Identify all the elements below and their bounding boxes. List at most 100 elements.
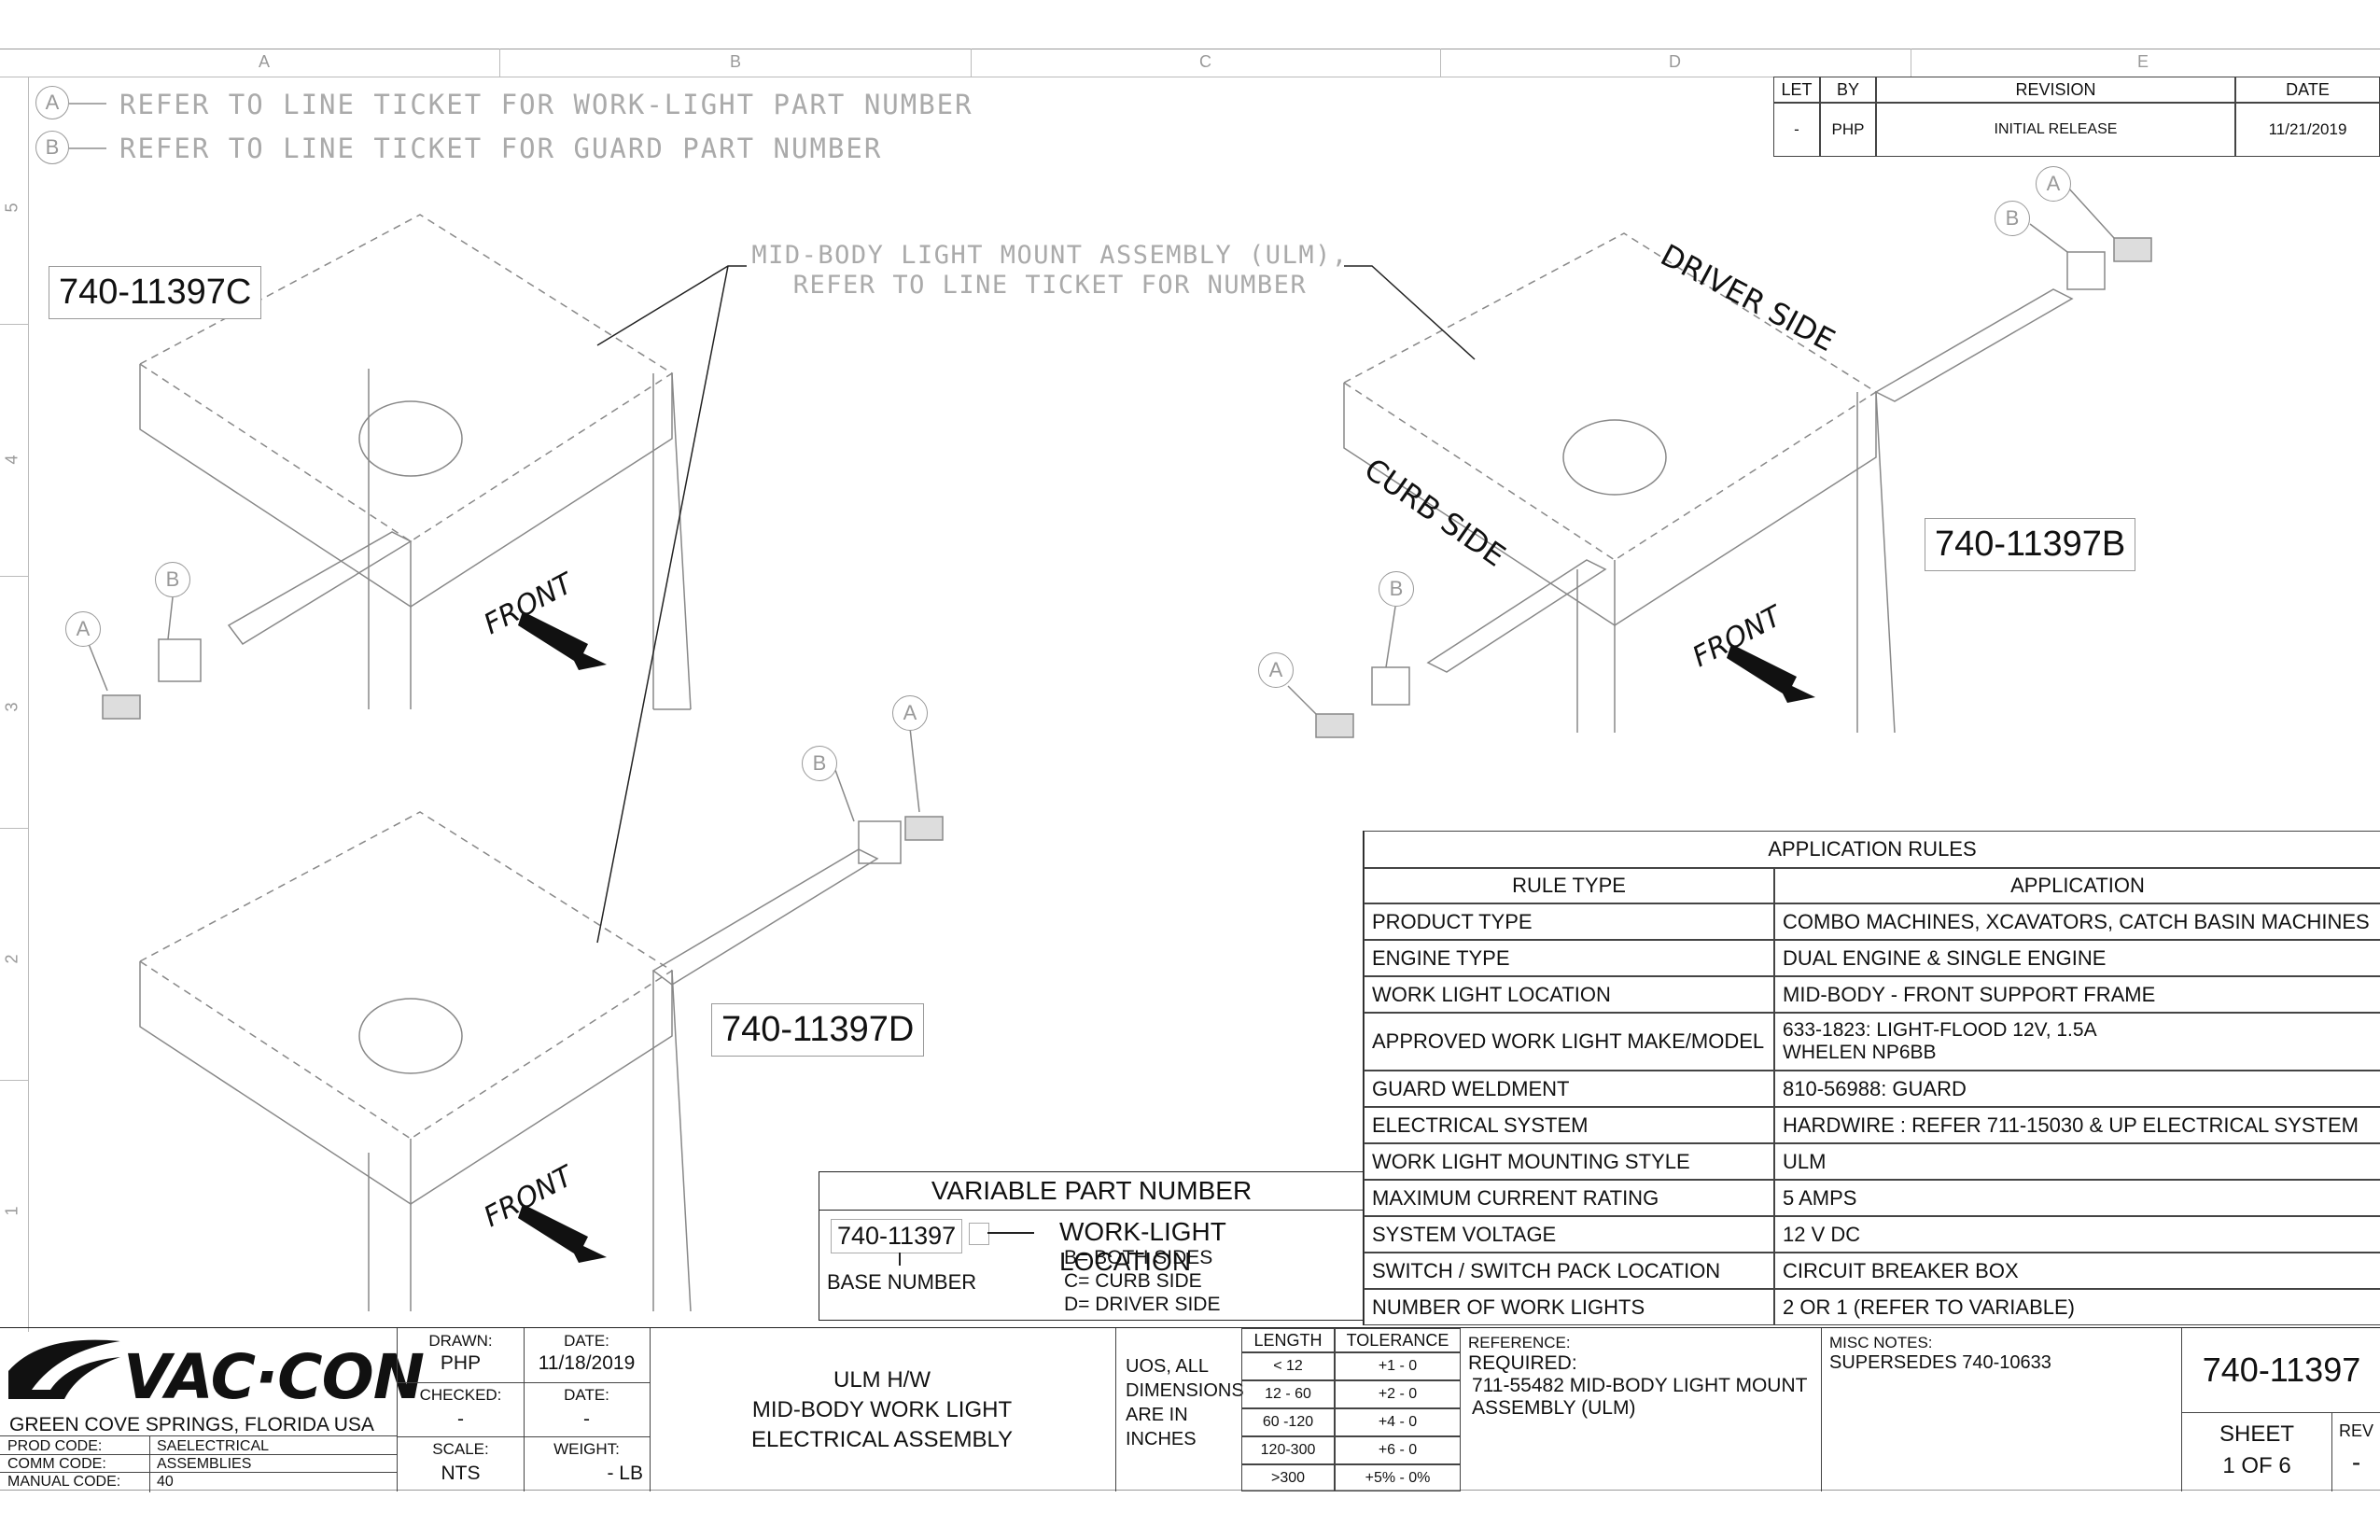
app-value-system-voltage: 12 V DC <box>1774 1216 2380 1253</box>
variable-option-driver: D= DRIVER SIDE <box>1064 1294 1221 1315</box>
required-line1: 711-55482 MID-BODY LIGHT MOUNT <box>1472 1375 1808 1396</box>
app-rule-guard-weldment: GUARD WELDMENT <box>1364 1071 1774 1107</box>
reference-block: REFERENCE: REQUIRED: 711-55482 MID-BODY … <box>1461 1328 1822 1491</box>
checked-date-value: - <box>583 1408 590 1430</box>
manual-code-value: 40 <box>157 1474 174 1490</box>
callout-a-view-d: A <box>892 695 928 731</box>
tol-value-4: +6 - 0 <box>1335 1436 1461 1464</box>
variable-location-title: WORK-LIGHT LOCATION <box>1059 1217 1226 1276</box>
drawn-date-label: DATE: <box>564 1332 609 1350</box>
app-rule-work-light-location: WORK LIGHT LOCATION <box>1364 976 1774 1013</box>
tol-value-2: +2 - 0 <box>1335 1380 1461 1408</box>
drawn-date-value: 11/18/2019 <box>538 1352 636 1374</box>
tol-length-4: 120-300 <box>1241 1436 1335 1464</box>
mount-note: MID-BODY LIGHT MOUNT ASSEMBLY (ULM), REF… <box>747 241 1353 301</box>
tol-length-1: < 12 <box>1241 1352 1335 1380</box>
variable-base-label: BASE NUMBER <box>827 1270 977 1294</box>
app-rule-engine-type: ENGINE TYPE <box>1364 940 1774 976</box>
comm-code-label: COMM CODE: <box>7 1456 106 1472</box>
callout-b-view-c: B <box>155 562 190 597</box>
mount-note-line2: REFER TO LINE TICKET FOR NUMBER <box>792 271 1308 300</box>
tol-value-5: +5% - 0% <box>1335 1464 1461 1491</box>
tol-length-5: >300 <box>1241 1464 1335 1491</box>
drawn-value: PHP <box>440 1352 482 1374</box>
grid-col-d: D <box>1669 52 1681 71</box>
variable-base-number: 740-11397 <box>831 1219 963 1253</box>
note-work-light: REFER TO LINE TICKET FOR WORK-LIGHT PART… <box>119 89 973 120</box>
uos-line4: INCHES <box>1126 1429 1197 1449</box>
callout-b-view-d: B <box>802 746 837 781</box>
app-value-guard-weldment: 810-56988: GUARD <box>1774 1071 2380 1107</box>
rev-header-let: LET <box>1773 77 1820 103</box>
manual-code-label: MANUAL CODE: <box>7 1474 121 1490</box>
prod-code-value: SAELECTRICAL <box>157 1438 270 1454</box>
uos-line3: ARE IN <box>1126 1405 1188 1425</box>
app-value-work-light-location: MID-BODY - FRONT SUPPORT FRAME <box>1774 976 2380 1013</box>
variable-option-both: B= BOTH SIDES <box>1064 1247 1213 1268</box>
title-line2: MID-BODY WORK LIGHT <box>751 1397 1013 1422</box>
app-rule-number-of-lights: NUMBER OF WORK LIGHTS <box>1364 1289 1774 1325</box>
row-grid-strip: 5 4 3 2 1 <box>0 77 29 1332</box>
app-value-switch-location: CIRCUIT BREAKER BOX <box>1774 1253 2380 1289</box>
variable-part-title: VARIABLE PART NUMBER <box>931 1176 1253 1205</box>
grid-col-a: A <box>259 52 271 71</box>
app-rule-approved-light: APPROVED WORK LIGHT MAKE/MODEL <box>1364 1013 1774 1071</box>
callout-a-view-c: A <box>65 611 101 647</box>
checked-value: - <box>457 1408 464 1430</box>
part-label-740-11397b: 740-11397B <box>1925 518 2136 571</box>
app-value-mounting-style: ULM <box>1774 1143 2380 1180</box>
checked-label: CHECKED: <box>419 1386 502 1404</box>
comm-code-value: ASSEMBLIES <box>157 1456 252 1472</box>
mount-note-line1: MID-BODY LIGHT MOUNT ASSEMBLY (ULM), <box>751 241 1349 270</box>
app-value-engine-type: DUAL ENGINE & SINGLE ENGINE <box>1774 940 2380 976</box>
title-line1: ULM H/W <box>833 1367 931 1393</box>
part-label-740-11397c: 740-11397C <box>49 266 262 319</box>
company-logo: VAC·CON <box>4 1334 425 1416</box>
callout-b-view-b-top: B <box>1995 201 2030 236</box>
uos-line2: DIMENSIONS <box>1126 1380 1244 1401</box>
reference-label: REFERENCE: <box>1468 1334 1571 1351</box>
rev-header-revision: REVISION <box>1876 77 2235 103</box>
weight-label: WEIGHT: <box>553 1440 620 1458</box>
callout-a-view-b: A <box>1258 652 1294 688</box>
drawn-label: DRAWN: <box>428 1332 493 1350</box>
app-rule-switch-location: SWITCH / SWITCH PACK LOCATION <box>1364 1253 1774 1289</box>
app-value-number-of-lights: 2 OR 1 (REFER TO VARIABLE) <box>1774 1289 2380 1325</box>
rev-by: PHP <box>1820 103 1876 157</box>
tol-value-3: +4 - 0 <box>1335 1408 1461 1436</box>
weight-value: - LB <box>607 1463 643 1484</box>
grid-col-c: C <box>1199 52 1211 71</box>
tol-length-2: 12 - 60 <box>1241 1380 1335 1408</box>
tol-header-length: LENGTH <box>1241 1328 1335 1352</box>
rev-label: REV <box>2338 1421 2373 1440</box>
grid-col-b: B <box>730 52 742 71</box>
company-location: GREEN COVE SPRINGS, FLORIDA USA <box>9 1414 374 1435</box>
drawing-title: ULM H/W MID-BODY WORK LIGHT ELECTRICAL A… <box>649 1365 1115 1455</box>
column-grid-strip: A B C D E <box>0 49 2380 77</box>
sheet-label: SHEET <box>2219 1421 2294 1447</box>
variable-part-number-box: VARIABLE PART NUMBER 740-11397 BASE NUMB… <box>819 1171 1365 1321</box>
title-line3: ELECTRICAL ASSEMBLY <box>750 1427 1014 1452</box>
drawing-border <box>0 49 2380 1491</box>
misc-notes-label: MISC NOTES: <box>1829 1334 1933 1351</box>
grid-col-e: E <box>2137 52 2149 71</box>
misc-notes-block: MISC NOTES: SUPERSEDES 740-10633 <box>1822 1328 2181 1491</box>
scale-label: SCALE: <box>432 1440 489 1458</box>
note-guard: REFER TO LINE TICKET FOR GUARD PART NUMB… <box>119 133 883 164</box>
sheet-value: 1 OF 6 <box>2222 1453 2291 1478</box>
app-value-electrical-system: HARDWIRE : REFER 711-15030 & UP ELECTRIC… <box>1774 1107 2380 1143</box>
tol-value-1: +1 - 0 <box>1335 1352 1461 1380</box>
scale-value: NTS <box>441 1463 481 1484</box>
app-rule-electrical-system: ELECTRICAL SYSTEM <box>1364 1107 1774 1143</box>
required-label: REQUIRED: <box>1468 1352 1577 1374</box>
drawing-number-block: 740-11397 SHEET 1 OF 6 REV - <box>2181 1328 2380 1491</box>
app-rule-system-voltage: SYSTEM VOLTAGE <box>1364 1216 1774 1253</box>
app-col-application: APPLICATION <box>1774 868 2380 903</box>
app-rule-max-current: MAXIMUM CURRENT RATING <box>1364 1180 1774 1216</box>
misc-notes-value: SUPERSEDES 740-10633 <box>1829 1352 2051 1373</box>
tol-length-3: 60 -120 <box>1241 1408 1335 1436</box>
part-label-740-11397d: 740-11397D <box>711 1003 925 1057</box>
tol-header-tolerance: TOLERANCE <box>1335 1328 1461 1352</box>
checked-date-label: DATE: <box>564 1386 609 1404</box>
tolerance-table: LENGTH TOLERANCE < 12 +1 - 0 12 - 60 +2 … <box>1241 1328 1461 1491</box>
